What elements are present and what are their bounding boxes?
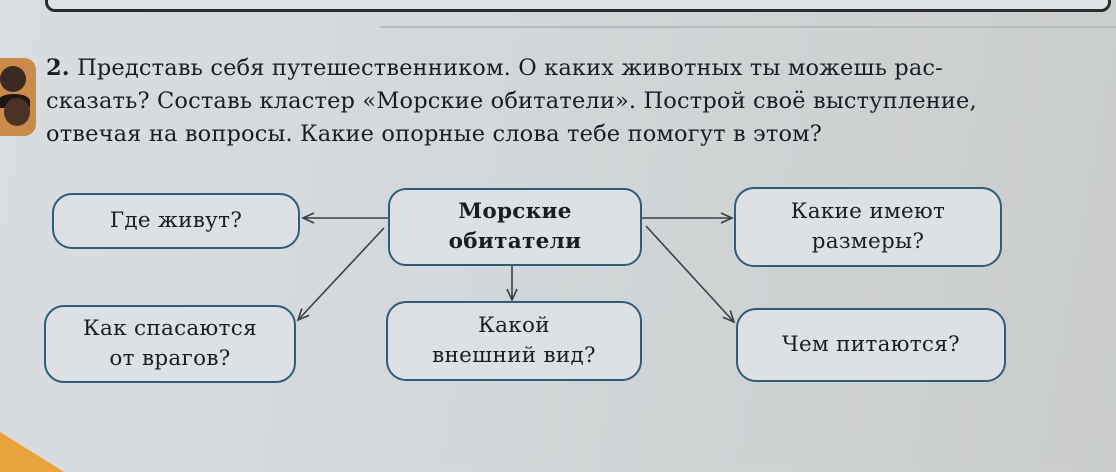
node-sizes: Какие имеют размеры? — [734, 187, 1002, 267]
node-food: Чем питаются? — [736, 308, 1006, 382]
task-line-1: 2. Представь себя путешественником. О ка… — [46, 55, 943, 81]
children-avatar-icon — [0, 58, 36, 136]
task-line-2: сказать? Составь кластер «Морские обитат… — [46, 88, 977, 114]
page-corner-accent — [0, 432, 64, 472]
task-line-3: отвечая на вопросы. Какие опорные слова … — [46, 121, 823, 147]
task-number: 2. — [46, 55, 70, 81]
divider-line — [380, 26, 1116, 28]
cluster-center-node: Морские обитатели — [388, 188, 642, 266]
node-escape: Как спасаются от врагов? — [44, 305, 296, 383]
node-appearance: Какой внешний вид? — [386, 301, 642, 381]
node-where-live: Где живут? — [52, 193, 300, 249]
arrow-to-escape — [296, 227, 385, 322]
arrow-to-food — [645, 225, 736, 324]
previous-task-frame — [45, 0, 1111, 12]
task-text: 2. Представь себя путешественником. О ка… — [46, 52, 1096, 151]
